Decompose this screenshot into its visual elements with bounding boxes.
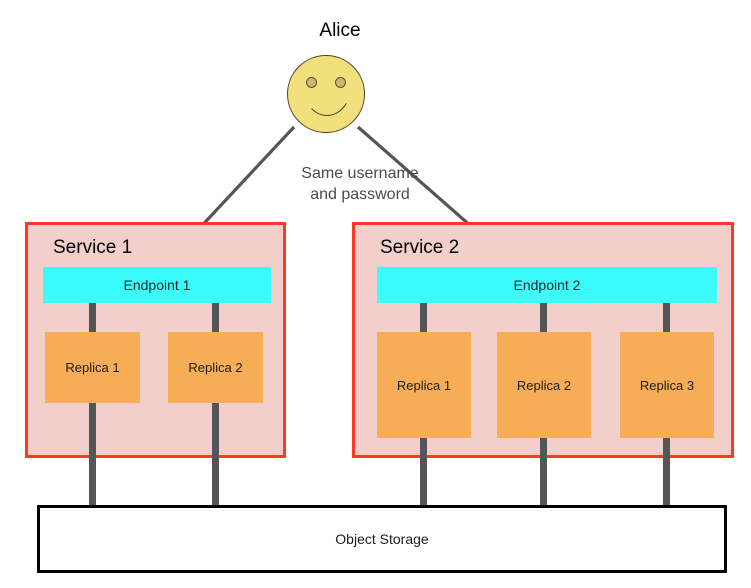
service-title-2: Service 2: [380, 237, 460, 258]
service-title-1: Service 1: [53, 237, 133, 258]
smile-icon: [304, 90, 350, 116]
smiley-face-icon: [287, 55, 365, 133]
flow-label: Same username and password: [250, 163, 470, 205]
object-storage-box[interactable]: Object Storage: [37, 505, 727, 573]
endpoint-1[interactable]: Endpoint 1: [43, 267, 271, 303]
replica-s1-2[interactable]: Replica 2: [168, 332, 263, 403]
replica-s2-1[interactable]: Replica 1: [377, 332, 471, 438]
connector-s1-replica-2: [212, 303, 219, 508]
flow-label-line-2: and password: [310, 186, 410, 203]
replica-s1-1[interactable]: Replica 1: [45, 332, 140, 403]
connector-s1-replica-1: [89, 303, 96, 508]
eye-right-icon: [335, 77, 346, 88]
eye-left-icon: [306, 77, 317, 88]
replica-s2-2[interactable]: Replica 2: [497, 332, 591, 438]
actor-label-alice: Alice: [319, 20, 361, 41]
flow-label-line-1: Same username: [301, 165, 419, 182]
endpoint-2[interactable]: Endpoint 2: [377, 267, 717, 303]
replica-s2-3[interactable]: Replica 3: [620, 332, 714, 438]
